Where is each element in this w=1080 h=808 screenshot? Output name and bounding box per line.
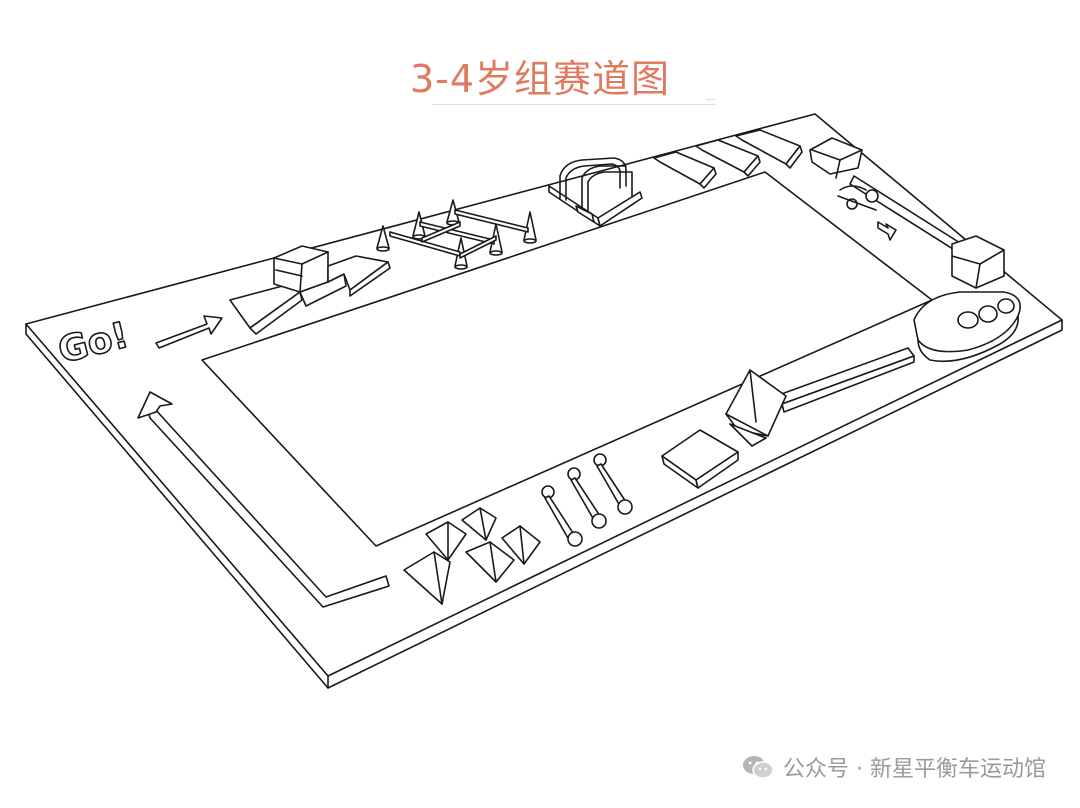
long-beam-ramp-obstacle [726,348,914,446]
dumbbell-bars-obstacle [542,454,632,546]
cones-and-poles-obstacle [377,200,536,269]
oval-target-pad [914,292,1020,361]
watermark: 公众号 · 新星平衡车运动馆 [741,752,1046,782]
watermark-text: 公众号 · 新星平衡车运动馆 [783,757,1046,782]
page-title: 3-4岁组赛道图 [409,57,671,101]
ramp-step-obstacle [230,246,390,334]
return-arrow-icon [138,392,389,607]
tunnel-arch-obstacle [549,158,642,226]
tilted-blocks-obstacle [654,130,802,188]
balance-beam-obstacle [810,138,1004,288]
pyramid-blocks-obstacle [404,508,540,604]
flat-pad-obstacle [662,430,738,488]
direction-arrow-icon [156,316,222,348]
title-underline-tick [706,99,716,100]
wechat-icon [741,754,775,780]
title-underline [432,104,716,105]
